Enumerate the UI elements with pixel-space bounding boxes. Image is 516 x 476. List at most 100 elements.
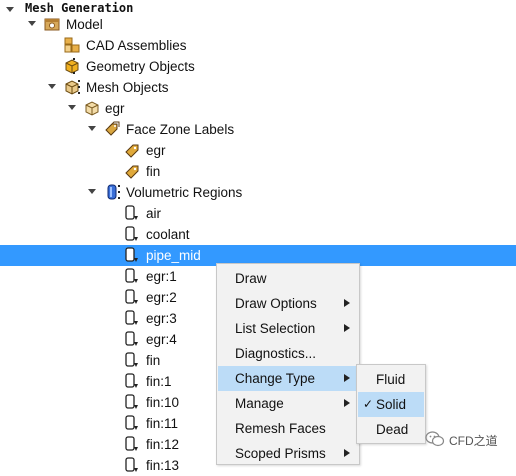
menu-item-draw[interactable]: Draw	[218, 266, 358, 291]
expand-arrow-icon[interactable]	[67, 102, 77, 112]
tree-item-geometry-objects[interactable]: Geometry Objects	[0, 56, 516, 77]
tree-item-region-selected[interactable]: pipe_mid	[0, 245, 516, 266]
mesh-objects-icon	[65, 80, 80, 95]
label-tag-icon	[125, 165, 139, 179]
tree-item-egr[interactable]: egr	[0, 98, 516, 119]
mesh-object-icon	[85, 101, 99, 116]
expand-arrow-icon[interactable]	[87, 186, 97, 196]
cad-assemblies-icon	[64, 37, 80, 53]
submenu-arrow-icon	[344, 449, 350, 457]
tree-item-label: Face Zone Labels	[126, 122, 235, 137]
tree-item-label: coolant	[146, 227, 190, 242]
region-icon	[125, 415, 138, 430]
tree-item-label: fin:12	[146, 437, 180, 452]
change-type-submenu: Fluid ✓ Solid Dead	[356, 364, 426, 444]
submenu-item-label: Solid	[376, 397, 407, 412]
menu-item-scoped-prisms[interactable]: Scoped Prisms	[218, 441, 358, 466]
region-icon	[125, 373, 138, 388]
submenu-item-dead[interactable]: Dead	[358, 417, 424, 442]
tree-item-region[interactable]: fin:13	[0, 455, 216, 476]
region-icon	[125, 457, 138, 472]
tree-item-model[interactable]: Model	[0, 14, 516, 35]
menu-item-list-selection[interactable]: List Selection	[218, 316, 358, 341]
tree-item-region[interactable]: fin	[0, 350, 216, 371]
tree-item-label: egr	[105, 101, 125, 116]
tree-item-label: egr:1	[146, 269, 177, 284]
tree-item-label: Geometry Objects	[86, 59, 195, 74]
tree-item-region[interactable]: fin:10	[0, 392, 216, 413]
geometry-objects-icon	[65, 58, 79, 74]
expand-arrow-icon[interactable]	[27, 18, 37, 28]
tree-item-label: Volumetric Regions	[126, 185, 243, 200]
tree-item-region[interactable]: air	[0, 203, 516, 224]
tree-item-region[interactable]: fin:1	[0, 371, 216, 392]
expand-arrow-icon[interactable]	[87, 123, 97, 133]
region-icon	[125, 394, 138, 409]
tree-item-label: fin:11	[146, 416, 179, 431]
region-icon	[125, 268, 138, 283]
model-icon	[44, 18, 60, 31]
expand-arrow-icon[interactable]	[5, 4, 15, 14]
tree-item-region[interactable]: fin:11	[0, 413, 216, 434]
menu-item-label: Scoped Prisms	[235, 446, 326, 461]
tree-item-region[interactable]: egr:1	[0, 266, 216, 287]
region-icon	[125, 352, 138, 367]
tree-item-label: fin	[146, 164, 161, 179]
tree-item-label: egr:3	[146, 311, 177, 326]
tree-item-region[interactable]: egr:2	[0, 287, 216, 308]
tree-item-label: air	[146, 206, 162, 221]
checkmark-icon: ✓	[363, 397, 374, 411]
tree-item-mesh-objects[interactable]: Mesh Objects	[0, 77, 516, 98]
tree-item-region[interactable]: coolant	[0, 224, 516, 245]
region-icon	[125, 205, 138, 220]
tree-item-face-zone-egr[interactable]: egr	[0, 140, 516, 161]
menu-item-diagnostics[interactable]: Diagnostics...	[218, 341, 358, 366]
context-menu: Draw Draw Options List Selection Diagnos…	[216, 263, 360, 465]
submenu-item-solid[interactable]: ✓ Solid	[358, 392, 424, 417]
tree-item-region[interactable]: egr:3	[0, 308, 216, 329]
region-icon	[125, 331, 138, 346]
menu-item-label: Manage	[235, 396, 284, 411]
tree-item-face-zone-labels[interactable]: Face Zone Labels	[0, 119, 516, 140]
tree-item-label: Mesh Objects	[86, 80, 169, 95]
label-tag-icon	[125, 144, 139, 158]
expand-arrow-icon[interactable]	[47, 81, 57, 91]
menu-item-label: Remesh Faces	[235, 421, 326, 436]
menu-item-remesh-faces[interactable]: Remesh Faces	[218, 416, 358, 441]
tree-item-volumetric-regions[interactable]: Volumetric Regions	[0, 182, 516, 203]
submenu-item-fluid[interactable]: Fluid	[358, 367, 424, 392]
tree-item-face-zone-fin[interactable]: fin	[0, 161, 516, 182]
submenu-arrow-icon	[344, 399, 350, 407]
tree-item-label: egr:2	[146, 290, 177, 305]
watermark-text: CFD之道	[449, 434, 498, 448]
tree-item-label: egr	[146, 143, 166, 158]
menu-item-change-type[interactable]: Change Type	[218, 366, 358, 391]
tree-item-label: fin	[146, 353, 161, 368]
tree-item-label: fin:1	[146, 374, 172, 389]
labels-icon	[105, 121, 120, 136]
menu-item-label: Change Type	[235, 371, 316, 386]
tree-item-cad-assemblies[interactable]: CAD Assemblies	[0, 35, 516, 56]
menu-item-manage[interactable]: Manage	[218, 391, 358, 416]
menu-item-draw-options[interactable]: Draw Options	[218, 291, 358, 316]
region-icon	[125, 310, 138, 325]
tree-item-mesh-generation[interactable]: Mesh Generation	[0, 0, 516, 21]
menu-item-label: Draw Options	[235, 296, 317, 311]
tree-item-label: pipe_mid	[146, 248, 201, 263]
submenu-item-label: Fluid	[376, 372, 406, 387]
wechat-icon	[425, 431, 445, 447]
menu-item-label: Diagnostics...	[235, 346, 317, 361]
tree-item-label: Model	[66, 17, 103, 32]
region-icon	[125, 436, 138, 451]
tree-item-label: CAD Assemblies	[86, 38, 187, 53]
menu-item-label: List Selection	[235, 321, 316, 336]
submenu-arrow-icon	[344, 374, 350, 382]
watermark: CFD之道	[423, 430, 513, 448]
tree-item-region[interactable]: egr:4	[0, 329, 216, 350]
tree-item-label: fin:10	[146, 395, 180, 410]
tree-item-label: Mesh Generation	[25, 1, 134, 15]
submenu-arrow-icon	[344, 299, 350, 307]
tree-item-region[interactable]: fin:12	[0, 434, 216, 455]
submenu-arrow-icon	[344, 324, 350, 332]
tree-item-label: fin:13	[146, 458, 180, 473]
